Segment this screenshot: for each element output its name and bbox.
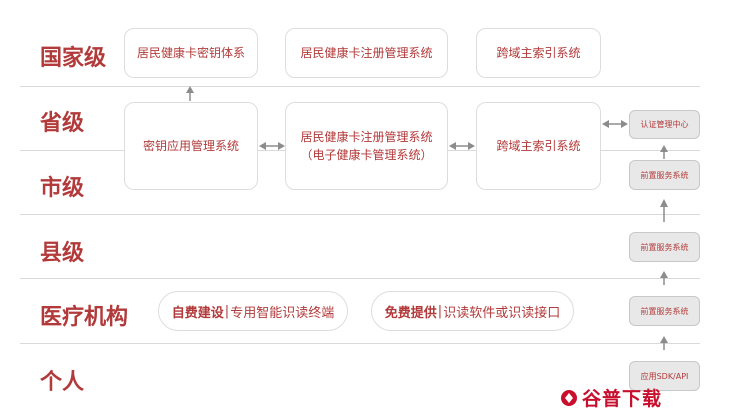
arrow-sdk-to-medical (660, 336, 668, 350)
national-master-index-box: 跨域主索引系统 (476, 28, 601, 78)
app-sdk-box: 应用SDK/API (629, 361, 700, 391)
self-build-label: 自费建设 (171, 305, 224, 321)
arrow-key-up (186, 86, 194, 101)
level-medical: 医疗机构 (40, 305, 129, 330)
self-build-separator: | (224, 303, 230, 319)
divider-medical-individual (20, 343, 700, 344)
province-registry-line1: 居民健康卡注册管理系统 (300, 130, 433, 144)
dedicated-terminal-label: 专用智能识读终端 (230, 305, 335, 321)
level-county: 县级 (40, 241, 85, 266)
watermark: 谷普下载 (560, 384, 662, 411)
auth-center-label: 认证管理中心 (640, 120, 689, 129)
front-service-label-city: 前置服务系统 (640, 170, 689, 180)
free-provide-label: 免费提供 (384, 305, 437, 321)
double-arrow-index-auth (602, 120, 628, 128)
arrow-city-to-auth (660, 145, 668, 159)
auth-center-box: 认证管理中心 (629, 110, 700, 139)
level-province: 省级 (40, 111, 85, 136)
level-city: 市级 (40, 176, 85, 201)
level-national: 国家级 (40, 46, 107, 71)
self-build-terminal-pill: 自费建设|专用智能识读终端 (158, 291, 348, 331)
national-registry-system-box: 居民健康卡注册管理系统 (285, 28, 448, 78)
front-service-box-county: 前置服务系统 (629, 232, 700, 262)
province-master-index-box: 跨域主索引系统 (476, 102, 601, 190)
level-individual: 个人 (40, 370, 85, 395)
national-master-index-label: 跨域主索引系统 (496, 46, 581, 60)
province-key-app-mgmt-box: 密钥应用管理系统 (124, 102, 258, 190)
front-service-label-county: 前置服务系统 (640, 242, 689, 252)
province-registry-box: 居民健康卡注册管理系统 （电子健康卡管理系统） (285, 102, 448, 190)
app-sdk-label: 应用SDK/API (640, 371, 689, 381)
watermark-text: 谷普下载 (582, 388, 663, 410)
front-service-box-city: 前置服务系统 (629, 160, 700, 190)
free-provide-separator: | (437, 303, 443, 319)
province-key-app-mgmt-label: 密钥应用管理系统 (142, 139, 239, 153)
divider-county-medical (20, 278, 700, 279)
arrow-county-to-city (660, 199, 668, 222)
front-service-label-medical: 前置服务系统 (640, 306, 689, 316)
national-registry-system-label: 居民健康卡注册管理系统 (300, 46, 433, 60)
front-service-box-medical: 前置服务系统 (629, 296, 700, 326)
province-master-index-label: 跨域主索引系统 (496, 139, 581, 153)
divider-city-county (20, 214, 700, 215)
province-registry-line2: （电子健康卡管理系统） (300, 148, 433, 162)
double-arrow-key-registry (259, 142, 285, 150)
free-software-pill: 免费提供|识读软件或识读接口 (371, 291, 574, 331)
national-key-system-label: 居民健康卡密钥体系 (136, 46, 245, 60)
divider-national-province (20, 86, 700, 87)
national-key-system-box: 居民健康卡密钥体系 (124, 28, 258, 78)
watermark-logo-icon (561, 389, 577, 406)
reader-software-label: 识读软件或识读接口 (443, 305, 561, 321)
double-arrow-registry-index (449, 142, 475, 150)
arrow-medical-to-county (660, 271, 668, 285)
